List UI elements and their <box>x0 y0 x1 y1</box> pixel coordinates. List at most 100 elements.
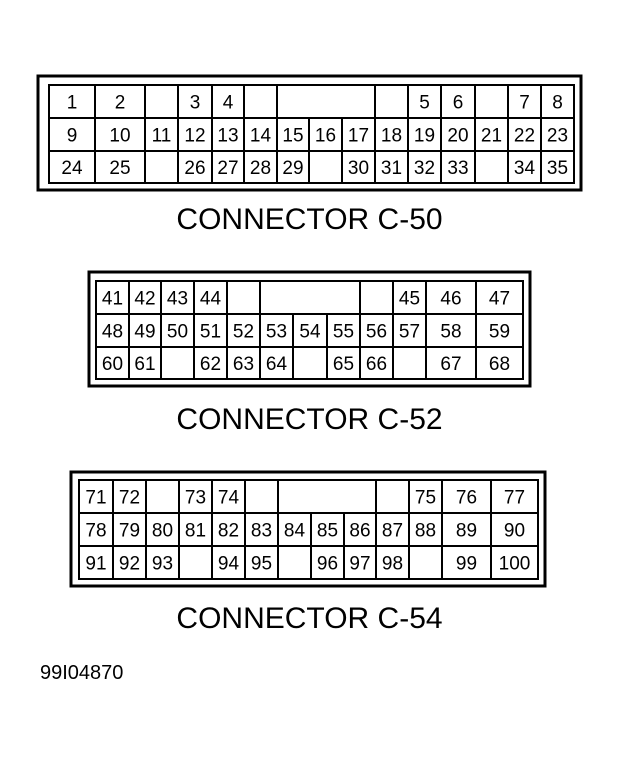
pin-number: 32 <box>414 158 435 179</box>
pin-cell <box>244 545 279 580</box>
figure-code: 99I04870 <box>40 662 124 684</box>
pin-number: 16 <box>315 126 336 147</box>
pin-number: 27 <box>217 158 238 179</box>
pin-number: 9 <box>67 126 78 147</box>
pin-number: 75 <box>415 488 436 509</box>
pin-number: 31 <box>381 158 402 179</box>
pin-number: 20 <box>447 126 468 147</box>
pin-number: 93 <box>152 554 173 575</box>
pin-number: 13 <box>217 126 238 147</box>
pin-number: 33 <box>447 158 468 179</box>
pin-number: 99 <box>456 554 477 575</box>
pin-number: 100 <box>499 554 531 575</box>
pin-number: 96 <box>317 554 338 575</box>
pin-cell <box>440 150 476 184</box>
pin-number: 48 <box>102 322 123 343</box>
pin-number: 1 <box>67 93 78 114</box>
pin-cell <box>490 545 539 580</box>
pin-number: 77 <box>504 488 525 509</box>
pin-number: 97 <box>349 554 370 575</box>
pin-number: 14 <box>250 126 272 147</box>
pin-number: 87 <box>382 521 403 542</box>
pin-number: 53 <box>266 322 287 343</box>
pin-number: 44 <box>200 289 222 310</box>
pin-number: 19 <box>414 126 435 147</box>
pin-number: 35 <box>547 158 568 179</box>
pin-number: 58 <box>440 322 461 343</box>
pin-number: 52 <box>233 322 254 343</box>
pin-number: 28 <box>250 158 271 179</box>
pin-cell <box>128 346 162 380</box>
pin-number: 43 <box>167 289 188 310</box>
connector-c54-caption: CONNECTOR C-54 <box>176 602 443 635</box>
pin-number: 81 <box>185 521 206 542</box>
pin-number: 57 <box>399 322 420 343</box>
pin-number: 83 <box>251 521 272 542</box>
pin-number: 91 <box>85 554 106 575</box>
pin-cell <box>375 545 410 580</box>
pin-number: 42 <box>134 289 155 310</box>
pin-number: 24 <box>61 158 83 179</box>
pin-number: 47 <box>489 289 510 310</box>
pin-number: 84 <box>284 521 306 542</box>
pin-number: 7 <box>519 93 530 114</box>
pin-number: 8 <box>552 93 563 114</box>
pin-number: 67 <box>440 354 461 375</box>
pin-number: 65 <box>333 354 354 375</box>
pin-cell <box>540 150 575 184</box>
pin-number: 88 <box>415 521 436 542</box>
pin-number: 50 <box>167 322 188 343</box>
pin-number: 92 <box>119 554 140 575</box>
pin-number: 82 <box>218 521 239 542</box>
pin-number: 66 <box>366 354 387 375</box>
pin-number: 95 <box>251 554 272 575</box>
pin-cell <box>359 346 394 380</box>
pin-number: 30 <box>348 158 369 179</box>
pin-number: 11 <box>152 126 172 147</box>
pin-number: 15 <box>282 126 303 147</box>
pin-number: 72 <box>119 488 140 509</box>
key-slot <box>276 84 376 119</box>
pin-number: 79 <box>119 521 140 542</box>
pin-number: 25 <box>109 158 130 179</box>
pin-number: 4 <box>223 93 234 114</box>
pin-number: 49 <box>134 322 155 343</box>
pin-number: 86 <box>349 521 370 542</box>
pin-cell <box>475 346 524 380</box>
connector-housing <box>36 74 583 192</box>
pin-number: 17 <box>348 126 369 147</box>
pin-number: 90 <box>504 521 525 542</box>
pin-number: 22 <box>514 126 535 147</box>
pin-number: 63 <box>233 354 254 375</box>
pin-number: 51 <box>200 322 221 343</box>
pin-cell <box>145 545 180 580</box>
connector-housing <box>87 270 532 388</box>
pin-number: 60 <box>102 354 123 375</box>
pin-number: 45 <box>399 289 420 310</box>
pin-number: 56 <box>366 322 387 343</box>
connector-c52-caption: CONNECTOR C-52 <box>176 403 443 436</box>
pin-number: 98 <box>382 554 403 575</box>
connector-c50-caption: CONNECTOR C-50 <box>176 203 443 236</box>
pin-number: 18 <box>381 126 402 147</box>
pin-number: 12 <box>184 126 205 147</box>
pin-number: 5 <box>419 93 430 114</box>
pin-number: 10 <box>109 126 130 147</box>
pin-number: 3 <box>190 93 201 114</box>
key-slot <box>277 479 377 514</box>
pin-number: 46 <box>440 289 461 310</box>
pin-cell <box>259 346 294 380</box>
pin-number: 64 <box>266 354 288 375</box>
pin-number: 74 <box>218 488 240 509</box>
pin-number: 89 <box>456 521 477 542</box>
pin-number: 71 <box>85 488 106 509</box>
pin-number: 55 <box>333 322 354 343</box>
pin-number: 6 <box>453 93 464 114</box>
pin-number: 41 <box>102 289 123 310</box>
pin-number: 78 <box>85 521 106 542</box>
pin-number: 85 <box>317 521 338 542</box>
pin-number: 80 <box>152 521 173 542</box>
pin-number: 26 <box>184 158 205 179</box>
pin-number: 29 <box>282 158 303 179</box>
